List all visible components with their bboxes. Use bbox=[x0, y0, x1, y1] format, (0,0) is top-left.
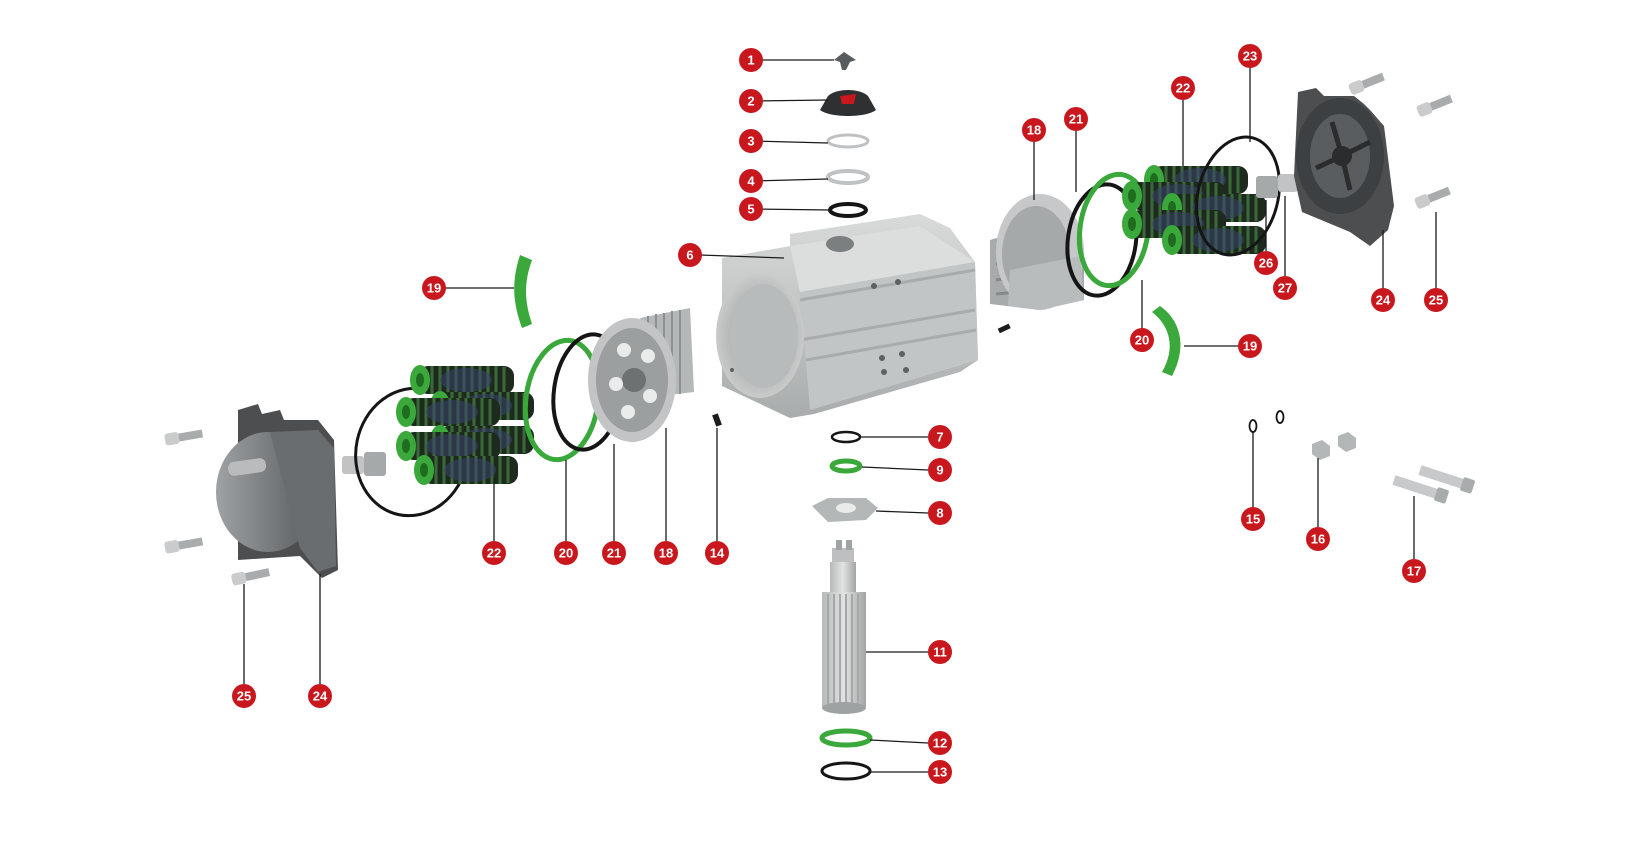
badge-21-left: 21 bbox=[602, 541, 626, 565]
right-adjust-bolt bbox=[1256, 174, 1298, 198]
left-spring-pack bbox=[394, 363, 536, 487]
badge-26: 26 bbox=[1254, 251, 1278, 275]
badge-11: 11 bbox=[928, 640, 952, 664]
right-cap-oring bbox=[1195, 135, 1281, 257]
svg-text:15: 15 bbox=[1246, 512, 1260, 527]
badge-21-right: 21 bbox=[1064, 107, 1088, 131]
badge-14: 14 bbox=[705, 541, 729, 565]
badge-17: 17 bbox=[1402, 559, 1426, 583]
svg-text:24: 24 bbox=[313, 689, 328, 704]
svg-text:1: 1 bbox=[747, 53, 754, 68]
left-screws bbox=[164, 429, 271, 586]
badge-23: 23 bbox=[1238, 44, 1262, 68]
left-pin bbox=[712, 413, 722, 427]
badge-22-right: 22 bbox=[1171, 76, 1195, 100]
badge-22-left: 22 bbox=[482, 541, 506, 565]
left-guide-band bbox=[514, 255, 532, 328]
badge-15: 15 bbox=[1241, 507, 1265, 531]
badge-19-right: 19 bbox=[1238, 334, 1262, 358]
svg-text:22: 22 bbox=[1176, 81, 1190, 96]
right-spring-pack bbox=[1120, 163, 1268, 257]
svg-text:18: 18 bbox=[659, 546, 673, 561]
left-end-cap bbox=[216, 404, 338, 578]
badge-5: 5 bbox=[739, 197, 763, 221]
badge-24-right: 24 bbox=[1371, 288, 1395, 312]
badge-8: 8 bbox=[928, 501, 952, 525]
svg-text:23: 23 bbox=[1243, 49, 1257, 64]
badge-1: 1 bbox=[739, 48, 763, 72]
badge-13: 13 bbox=[928, 760, 952, 784]
svg-text:21: 21 bbox=[1069, 112, 1083, 127]
svg-text:8: 8 bbox=[936, 506, 943, 521]
left-adjust-bolt bbox=[342, 452, 386, 476]
badge-20-left: 20 bbox=[554, 541, 578, 565]
svg-text:24: 24 bbox=[1376, 293, 1391, 308]
svg-text:4: 4 bbox=[747, 174, 755, 189]
badge-19-left: 19 bbox=[422, 276, 446, 300]
badge-3: 3 bbox=[739, 129, 763, 153]
right-end-cap bbox=[1294, 88, 1394, 246]
badge-2: 2 bbox=[739, 89, 763, 113]
badge-20-right: 20 bbox=[1130, 328, 1154, 352]
svg-text:27: 27 bbox=[1278, 281, 1292, 296]
badge-9: 9 bbox=[928, 458, 952, 482]
badge-25-right: 25 bbox=[1424, 288, 1448, 312]
badge-24-left: 24 bbox=[308, 684, 332, 708]
badge-25-left: 25 bbox=[232, 684, 256, 708]
svg-text:18: 18 bbox=[1027, 123, 1041, 138]
top-indicator-stack bbox=[820, 52, 876, 218]
leader-lines bbox=[243, 59, 1437, 773]
svg-text:19: 19 bbox=[1243, 339, 1257, 354]
svg-text:2: 2 bbox=[747, 94, 754, 109]
badge-16: 16 bbox=[1306, 527, 1330, 551]
svg-text:9: 9 bbox=[936, 463, 943, 478]
right-piston-oring bbox=[1065, 182, 1139, 298]
svg-text:3: 3 bbox=[747, 134, 754, 149]
badge-7: 7 bbox=[928, 425, 952, 449]
svg-text:7: 7 bbox=[936, 430, 943, 445]
svg-text:20: 20 bbox=[559, 546, 573, 561]
badge-12: 12 bbox=[928, 731, 952, 755]
svg-text:25: 25 bbox=[1429, 293, 1443, 308]
svg-text:14: 14 bbox=[710, 546, 725, 561]
actuator-body bbox=[716, 214, 978, 418]
right-piston bbox=[990, 194, 1084, 310]
loose-small-parts bbox=[1248, 410, 1475, 504]
badge-6: 6 bbox=[678, 243, 702, 267]
badge-18-left: 18 bbox=[654, 541, 678, 565]
svg-text:11: 11 bbox=[933, 645, 947, 660]
badge-4: 4 bbox=[739, 169, 763, 193]
svg-text:26: 26 bbox=[1259, 256, 1273, 271]
right-screws bbox=[1348, 72, 1453, 209]
svg-text:20: 20 bbox=[1135, 333, 1149, 348]
right-guide-band bbox=[1152, 306, 1181, 376]
badge-27: 27 bbox=[1273, 276, 1297, 300]
bottom-shaft-stack bbox=[812, 430, 878, 781]
svg-text:16: 16 bbox=[1311, 532, 1325, 547]
svg-text:6: 6 bbox=[686, 248, 693, 263]
svg-text:19: 19 bbox=[427, 281, 441, 296]
part-labels: 1 2 3 4 5 6 7 9 8 11 12 13 14 18 21 20 2… bbox=[232, 44, 1448, 784]
svg-text:22: 22 bbox=[487, 546, 501, 561]
right-pin bbox=[997, 323, 1011, 334]
svg-text:13: 13 bbox=[933, 765, 947, 780]
svg-text:17: 17 bbox=[1407, 564, 1421, 579]
svg-text:25: 25 bbox=[237, 689, 251, 704]
svg-text:21: 21 bbox=[607, 546, 621, 561]
badge-18-right: 18 bbox=[1022, 118, 1046, 142]
svg-text:5: 5 bbox=[747, 202, 754, 217]
left-piston bbox=[588, 308, 694, 442]
svg-text:12: 12 bbox=[933, 736, 947, 751]
